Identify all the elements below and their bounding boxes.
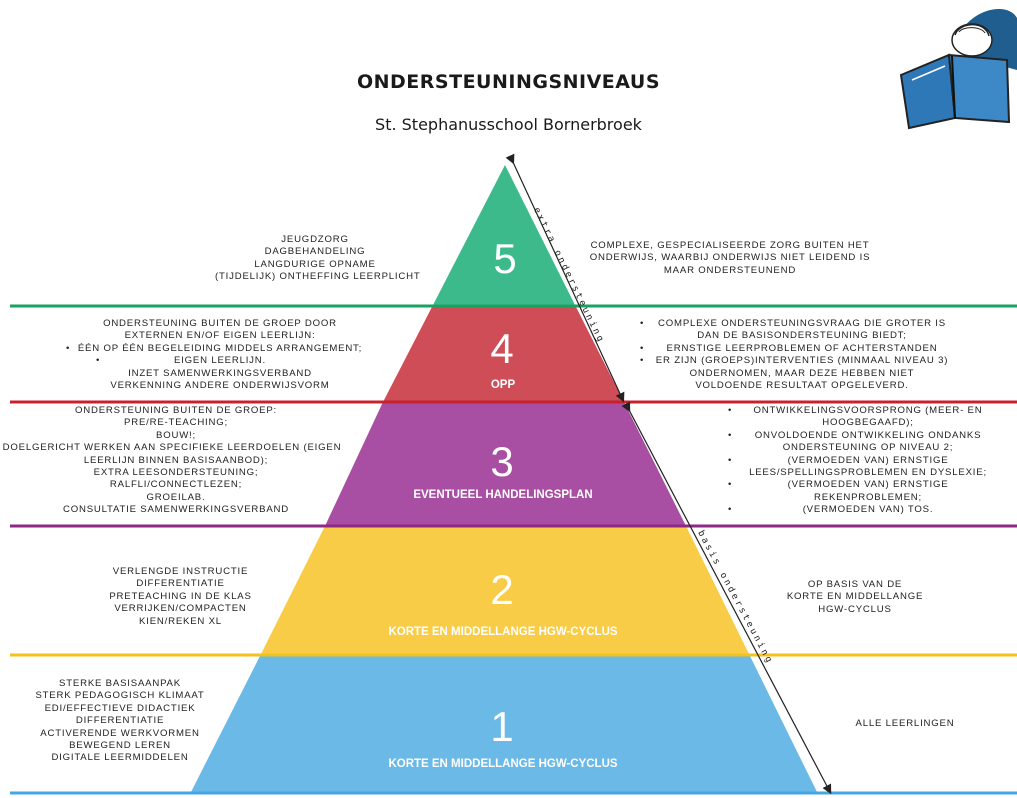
level-4-number: 4 (490, 325, 514, 372)
level-2-label: KORTE EN MIDDELLANGE HGW-CYCLUS (388, 626, 618, 638)
level-1-number: 1 (490, 703, 514, 750)
level-2-number: 2 (490, 566, 514, 613)
level-5-left-text: JEUGDZORG DAGBEHANDELING LANGDURIGE OPNA… (215, 234, 421, 283)
level-2-right-text: OP BASIS VAN DE KORTE EN MIDDELLANGE HGW… (786, 579, 924, 615)
extra-support-arrow (505, 153, 625, 403)
level-1-label: KORTE EN MIDDELLANGE HGW-CYCLUS (388, 758, 618, 770)
basis-support-arrow (621, 401, 832, 795)
level-4-right-text: •COMPLEXE ONDERSTEUNINGSVRAAG DIE GROTER… (640, 318, 949, 392)
level-4-label: OPP (490, 379, 516, 391)
level-1-left-text: STERKE BASISAANPAK STERK PEDAGOGISCH KLI… (35, 678, 205, 764)
page-subtitle: St. Stephanusschool Bornerbroek (375, 115, 642, 134)
level-1-right-text: ALLE LEERLINGEN (855, 718, 955, 729)
level-3-label: EVENTUEEL HANDELINGSPLAN (413, 489, 593, 501)
level-3-band (325, 402, 686, 526)
level-5-number: 5 (493, 235, 517, 282)
level-3-number: 3 (490, 438, 514, 485)
level-2-left-text: VERLENGDE INSTRUCTIE DIFFERENTIATIE PRET… (109, 566, 252, 627)
level-5-right-text: COMPLEXE, GESPECIALISEERDE ZORG BUITEN H… (589, 240, 871, 276)
level-3-left-text: ONDERSTEUNING BUITEN DE GROEP: PRE/RE-TE… (2, 405, 342, 516)
level-4-left-text: ONDERSTEUNING BUITEN DE GROEP DOOR EXTER… (66, 318, 363, 392)
reading-child-illustration (899, 9, 1017, 130)
level-3-right-text: •ONTWIKKELINGSVOORSPRONG (MEER- EN HOOGB… (728, 405, 987, 516)
page-title: ONDERSTEUNINGSNIVEAUS (356, 71, 661, 93)
